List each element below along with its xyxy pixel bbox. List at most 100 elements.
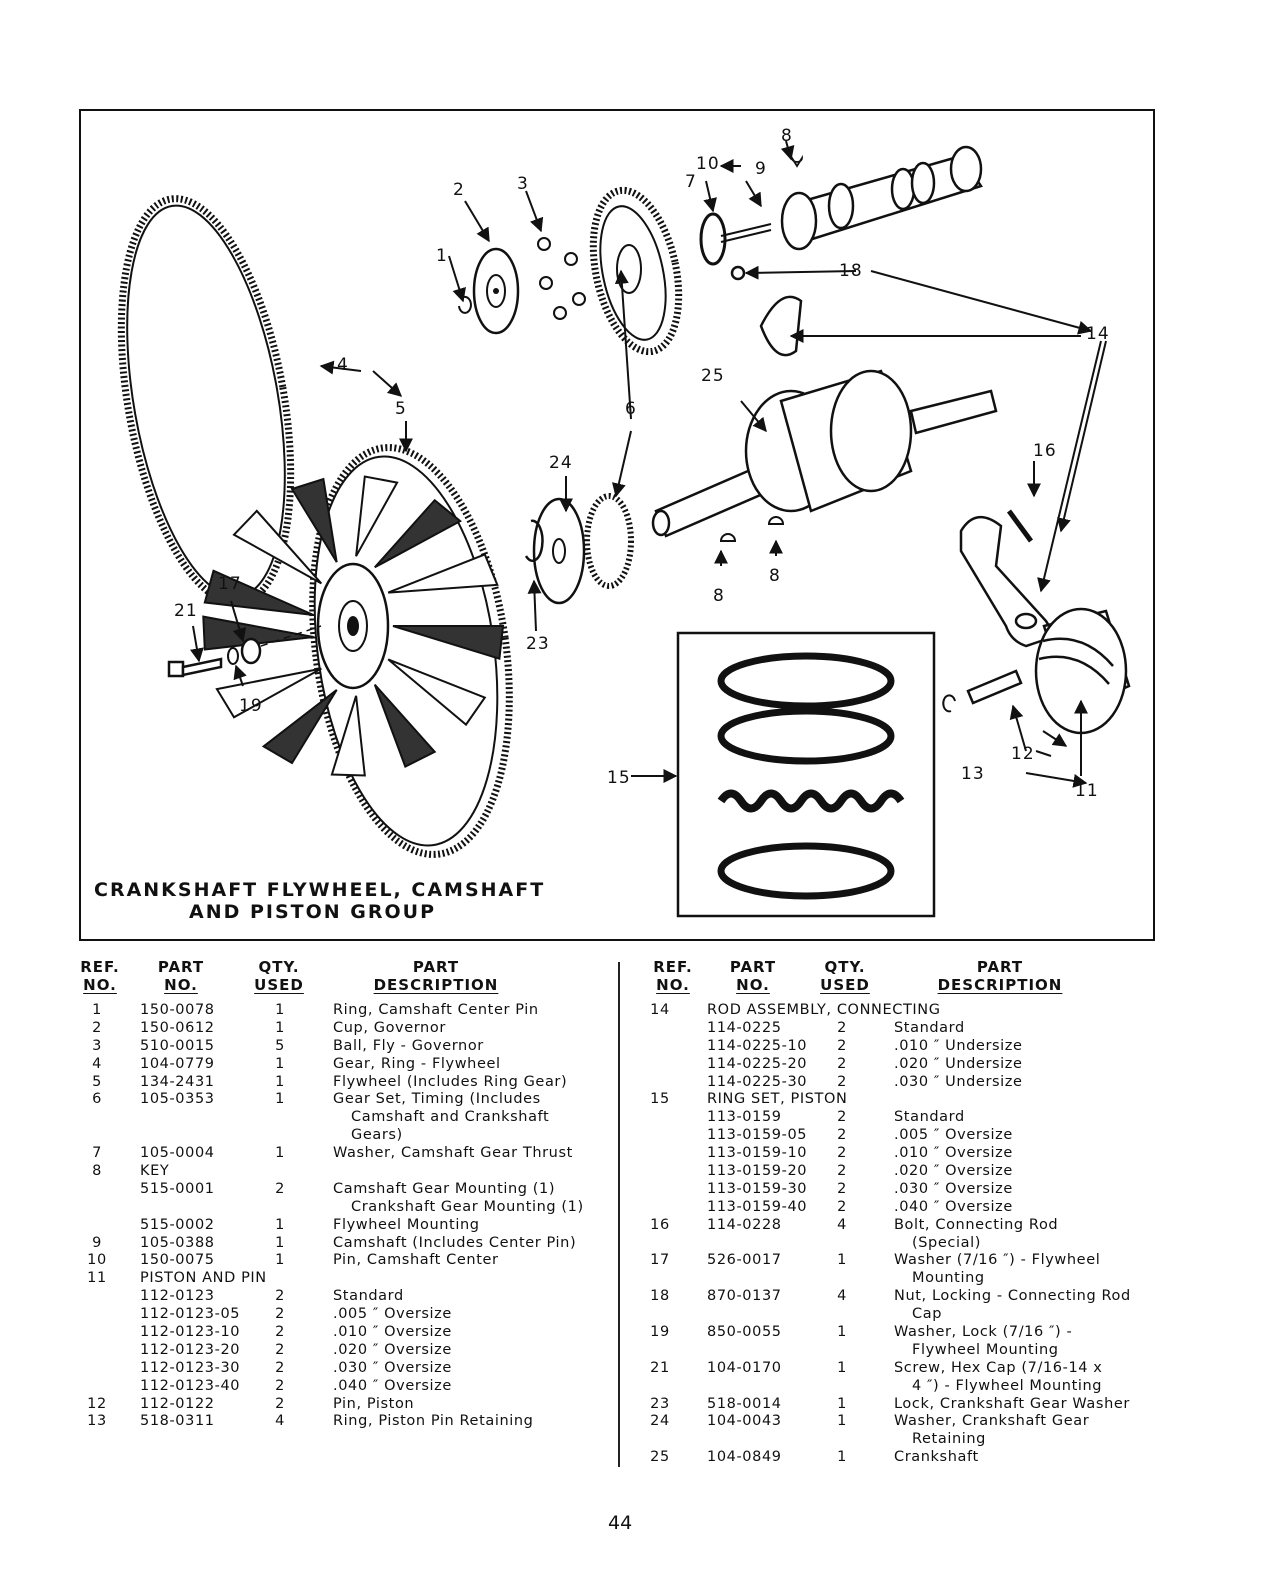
quantity-used: 1 bbox=[837, 1449, 847, 1466]
part-number: 114-0225-30 bbox=[707, 1073, 808, 1090]
ref-number: 6 bbox=[92, 1091, 102, 1108]
part-description: .010 ″ Oversize bbox=[333, 1324, 452, 1341]
rod-cap bbox=[759, 295, 803, 357]
ref-number: 25 bbox=[650, 1449, 670, 1466]
part-number: 112-0123-10 bbox=[140, 1324, 241, 1341]
part-description: Nut, Locking - Connecting Rod bbox=[894, 1288, 1131, 1305]
piston bbox=[1034, 607, 1131, 735]
quantity-used: 4 bbox=[275, 1413, 285, 1430]
quantity-used: 2 bbox=[275, 1180, 285, 1197]
column-divider bbox=[618, 962, 620, 1467]
callout-25: 25 bbox=[701, 366, 725, 386]
quantity-used: 2 bbox=[837, 1198, 847, 1215]
quantity-used: 1 bbox=[275, 1145, 285, 1162]
ref-number: 9 bbox=[92, 1234, 102, 1251]
part-description: Flywheel Mounting bbox=[912, 1341, 1059, 1358]
flywheel-washer bbox=[240, 637, 262, 665]
header-ref-no: REF.NO. bbox=[80, 958, 120, 994]
part-number: 112-0123-20 bbox=[140, 1341, 241, 1358]
callout-9: 9 bbox=[755, 159, 767, 179]
part-number: 526-0017 bbox=[707, 1252, 782, 1269]
quantity-used: 1 bbox=[837, 1413, 847, 1430]
part-number: 870-0137 bbox=[707, 1288, 782, 1305]
table-row: Flywheel Mounting bbox=[650, 1342, 1170, 1360]
ref-number: 1 bbox=[92, 1002, 102, 1018]
governor-cup bbox=[472, 247, 520, 335]
quantity-used: 1 bbox=[275, 1216, 285, 1233]
part-description: .010 ″ Oversize bbox=[894, 1145, 1013, 1162]
part-description: Mounting bbox=[912, 1270, 985, 1287]
part-description: Gear, Ring - Flywheel bbox=[333, 1055, 501, 1072]
part-number: 105-0388 bbox=[140, 1234, 215, 1251]
part-description: Camshaft (Includes Center Pin) bbox=[333, 1234, 577, 1251]
part-number: 134-2431 bbox=[140, 1073, 215, 1090]
part-description: .030 ″ Undersize bbox=[894, 1073, 1023, 1090]
part-description: Flywheel (Includes Ring Gear) bbox=[333, 1073, 568, 1090]
ref-number: 7 bbox=[92, 1145, 102, 1162]
part-description: Pin, Camshaft Center bbox=[333, 1252, 499, 1269]
part-description: Gear Set, Timing (Includes bbox=[333, 1091, 541, 1108]
part-number: 104-0170 bbox=[707, 1359, 782, 1376]
part-description: Lock, Crankshaft Gear Washer bbox=[894, 1395, 1130, 1412]
part-number: RING SET, PISTON bbox=[707, 1091, 848, 1108]
rod-bolt bbox=[1006, 509, 1034, 543]
page-number: 44 bbox=[608, 1512, 633, 1534]
part-number: 113-0159-30 bbox=[707, 1180, 808, 1197]
callout-2: 2 bbox=[453, 180, 465, 200]
quantity-used: 1 bbox=[837, 1395, 847, 1412]
part-number: 150-0075 bbox=[140, 1252, 215, 1269]
key bbox=[719, 533, 737, 542]
part-number: 114-0225-10 bbox=[707, 1037, 808, 1054]
callout-3: 3 bbox=[517, 174, 529, 194]
flywheel-screw bbox=[167, 657, 223, 678]
ref-number: 18 bbox=[650, 1288, 670, 1305]
exploded-view-drawing: 8 10 9 7 2 3 1 18 14 4 25 5 6 16 24 8 8 … bbox=[117, 126, 1131, 918]
quantity-used: 2 bbox=[275, 1306, 285, 1323]
quantity-used: 4 bbox=[837, 1288, 847, 1305]
crankshaft bbox=[651, 369, 998, 538]
part-description: Crankshaft Gear Mounting (1) bbox=[351, 1198, 584, 1215]
locking-nut bbox=[730, 265, 746, 281]
ref-number: 2 bbox=[92, 1019, 102, 1036]
callout-12: 12 bbox=[1011, 744, 1035, 764]
key bbox=[791, 154, 803, 168]
callout-1: 1 bbox=[436, 246, 448, 266]
piston-pin bbox=[966, 669, 1023, 705]
quantity-used: 2 bbox=[837, 1163, 847, 1180]
center-pin-ring bbox=[458, 295, 472, 314]
table-row: Camshaft and Crankshaft bbox=[76, 1109, 606, 1127]
callout-8: 8 bbox=[769, 566, 781, 586]
part-description: Cap bbox=[912, 1306, 943, 1323]
callout-11: 11 bbox=[1075, 781, 1099, 801]
part-number: KEY bbox=[140, 1163, 170, 1180]
table-row: Crankshaft Gear Mounting (1) bbox=[76, 1199, 606, 1217]
part-number: 150-0078 bbox=[140, 1002, 215, 1018]
key bbox=[767, 516, 785, 525]
quantity-used: 2 bbox=[275, 1324, 285, 1341]
quantity-used: 2 bbox=[837, 1145, 847, 1162]
part-description: Bolt, Connecting Rod bbox=[894, 1216, 1059, 1233]
ref-number: 15 bbox=[650, 1091, 670, 1108]
ref-number: 23 bbox=[650, 1395, 670, 1412]
part-description: Flywheel Mounting bbox=[333, 1216, 480, 1233]
ref-number: 12 bbox=[87, 1395, 107, 1412]
table-row: Gears) bbox=[76, 1127, 606, 1145]
quantity-used: 2 bbox=[275, 1377, 285, 1394]
part-number: 112-0122 bbox=[140, 1395, 215, 1412]
ref-number: 21 bbox=[650, 1359, 670, 1376]
part-description: .020 ″ Undersize bbox=[894, 1055, 1023, 1072]
piston-pin-ring bbox=[942, 694, 956, 713]
